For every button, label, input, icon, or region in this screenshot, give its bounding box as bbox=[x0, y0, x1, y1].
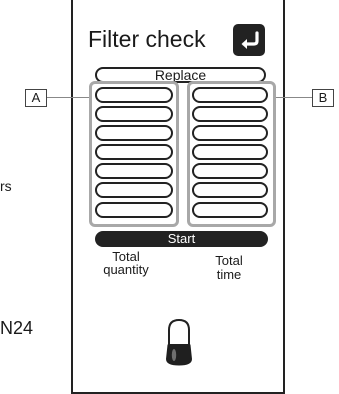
cropped-side-text: rs bbox=[0, 178, 12, 194]
quantity-slot[interactable] bbox=[95, 163, 173, 179]
callout-a-leader-line bbox=[47, 97, 89, 98]
quantity-slot[interactable] bbox=[95, 125, 173, 141]
total-time-caption-line1: Total bbox=[215, 253, 243, 268]
time-slot[interactable] bbox=[192, 182, 268, 198]
quantity-slot[interactable] bbox=[95, 87, 173, 103]
quantity-slot[interactable] bbox=[95, 202, 173, 218]
time-slot[interactable] bbox=[192, 106, 268, 122]
quantity-slot[interactable] bbox=[95, 106, 173, 122]
start-button[interactable]: Start bbox=[95, 231, 268, 247]
back-button[interactable] bbox=[233, 24, 265, 56]
time-slot[interactable] bbox=[192, 202, 268, 218]
return-arrow-icon bbox=[241, 31, 259, 49]
callout-b: B bbox=[312, 89, 334, 107]
page-id-label: N24 bbox=[0, 318, 34, 338]
time-group-frame bbox=[187, 81, 276, 227]
panel-title: Filter check bbox=[88, 26, 206, 52]
quantity-slot[interactable] bbox=[95, 144, 173, 160]
replace-button[interactable]: Replace bbox=[95, 67, 266, 83]
time-slot[interactable] bbox=[192, 87, 268, 103]
time-slot[interactable] bbox=[192, 144, 268, 160]
total-quantity-caption-line2: quantity bbox=[103, 262, 149, 277]
time-slot[interactable] bbox=[192, 163, 268, 179]
total-quantity-caption-line1: Total bbox=[112, 249, 140, 264]
time-slot[interactable] bbox=[192, 125, 268, 141]
quantity-slot[interactable] bbox=[95, 182, 173, 198]
callout-b-leader-line bbox=[276, 97, 312, 98]
callout-a: A bbox=[25, 89, 47, 107]
total-time-caption-line2: time bbox=[216, 267, 242, 282]
indicator-lamp-icon bbox=[162, 316, 196, 373]
quantity-group-frame bbox=[89, 81, 179, 227]
